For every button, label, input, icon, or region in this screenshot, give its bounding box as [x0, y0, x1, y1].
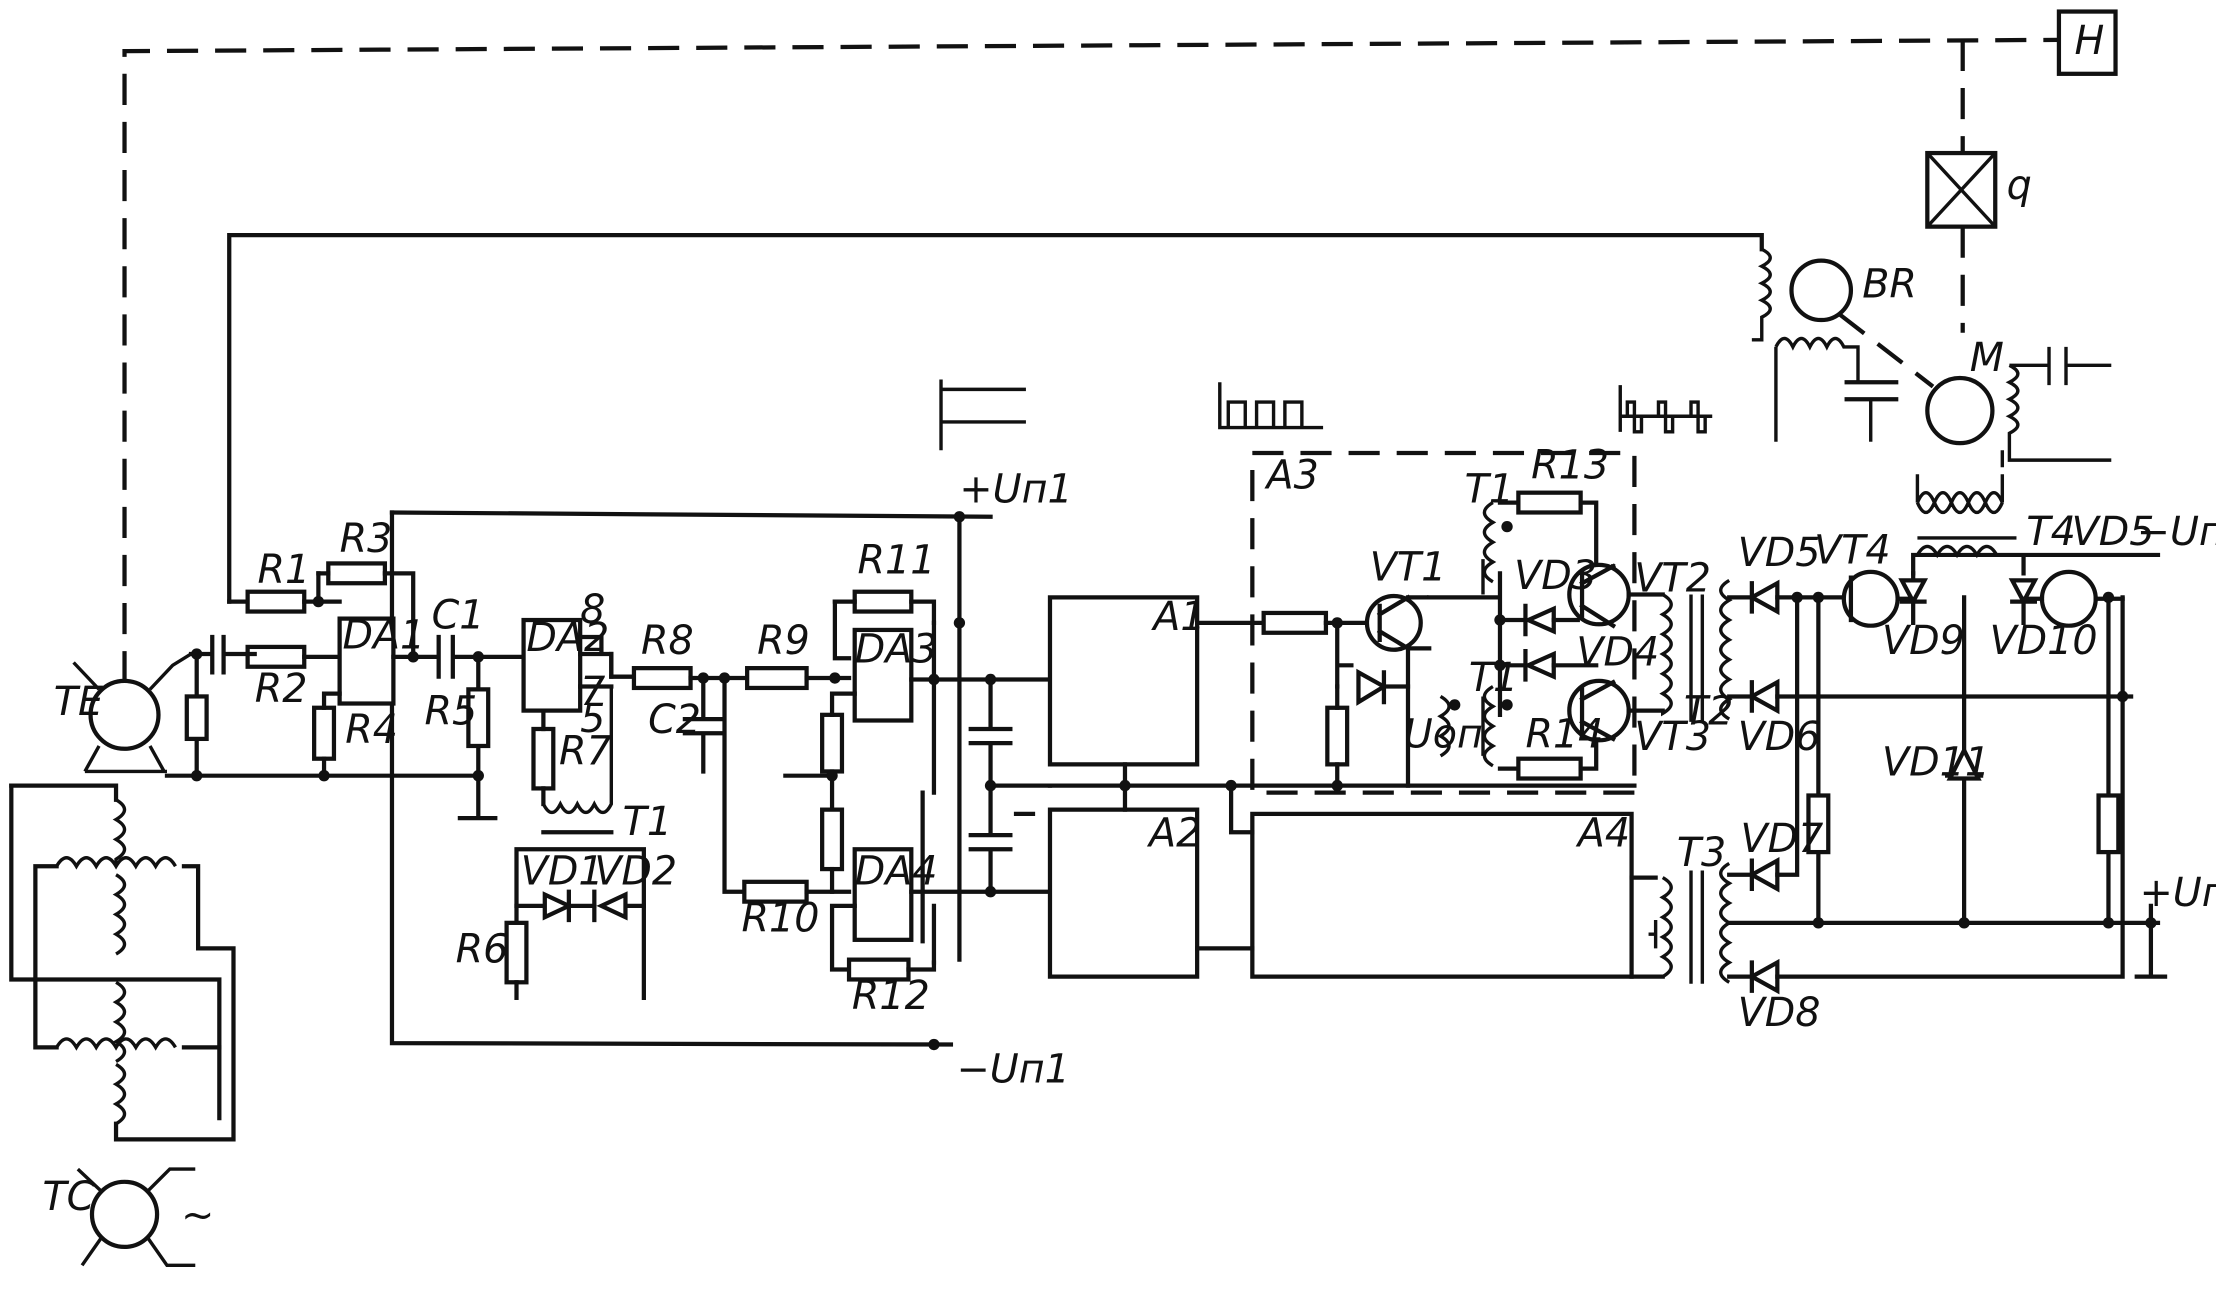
t2-label: T2 [1684, 689, 1733, 735]
te-label: TE [54, 679, 103, 725]
coupling-caps [968, 677, 1053, 894]
up1-neg-label: −Uп1 [957, 1047, 1070, 1093]
vd7-label: VD7 [1741, 816, 1824, 862]
up2-neg-label: −Uп2 [2137, 509, 2216, 555]
input-stage [245, 561, 526, 821]
r12-label: R12 [852, 973, 930, 1019]
t3-label: T3 [1677, 830, 1726, 876]
r11-label: R11 [858, 537, 936, 583]
t3-transformer [1629, 861, 1733, 984]
a4-label: A4 [1575, 810, 1630, 856]
vd9-label: VD9 [1882, 618, 1965, 664]
vd4-label: VD4 [1576, 629, 1659, 675]
da1-label: DA1 [342, 612, 425, 658]
r13-label: R13 [1531, 443, 1609, 489]
stator-windings [9, 783, 236, 1142]
r9-label: R9 [757, 618, 810, 664]
br-label: BR [1862, 261, 1917, 307]
r8-label: R8 [641, 618, 694, 664]
vd3-label: VD3 [1514, 553, 1597, 599]
t1c-label: T1 [1469, 655, 1518, 701]
r6-label: R6 [456, 926, 509, 972]
a3-label: A3 [1263, 452, 1318, 498]
a4-block [1250, 811, 1634, 979]
vt2-label: VT2 [1634, 556, 1711, 602]
r5-label: R5 [425, 689, 478, 735]
waveform-bipolar-icon [1618, 385, 1713, 434]
pin7-label: 7 [580, 669, 605, 715]
da4-label: DA4 [855, 849, 938, 895]
waveform-pulse-icon [1218, 382, 1324, 430]
up2-terminal [2134, 903, 2168, 979]
t2-transformer [1659, 578, 1733, 722]
vd5b-label: VD5 [2072, 509, 2155, 555]
uop-label: Uоп [1404, 711, 1483, 757]
br-tachogenerator [1751, 247, 1899, 442]
a4-links [1195, 783, 1255, 951]
r7-label: R7 [559, 728, 612, 774]
vd5-label: VD5 [1738, 530, 1821, 576]
pin5-label: 5 [580, 696, 605, 742]
a3-internals [1195, 490, 1665, 788]
r10-label: R10 [741, 895, 819, 941]
vd8-label: VD8 [1738, 990, 1821, 1036]
m-label: M [1970, 335, 2004, 381]
da3-da4-stage [783, 589, 993, 982]
a2-label: A2 [1146, 810, 1201, 856]
up1-pos-label: +Uп1 [959, 467, 1072, 513]
vt1-label: VT1 [1370, 544, 1447, 590]
tc-tilde: ~ [181, 1193, 214, 1239]
da2-stage [521, 617, 637, 835]
vd1-vd2-r6 [504, 847, 646, 1000]
vd6-label: VD6 [1738, 714, 1821, 760]
pin8-label: 8 [580, 587, 605, 633]
r3-label: R3 [340, 516, 393, 562]
tc-label: TC [42, 1174, 94, 1220]
vd2-label: VD2 [594, 849, 677, 895]
vt4-label: VT4 [1814, 527, 1891, 573]
vd10-label: VD10 [1990, 618, 2098, 664]
t1b-label: T1 [1465, 467, 1514, 513]
vt3-label: VT3 [1634, 714, 1711, 760]
vd1-label: VD1 [521, 849, 604, 895]
da3-label: DA3 [855, 626, 938, 672]
r2-label: R2 [255, 666, 308, 712]
r4-label: R4 [345, 707, 398, 753]
vd11-label: VD11 [1882, 740, 1990, 786]
r1-label: R1 [258, 547, 311, 593]
h-block [2056, 9, 2118, 76]
q-label: q [2007, 162, 2032, 208]
t1-label: T1 [623, 799, 672, 845]
a2-block [1047, 807, 1200, 979]
tc-selsyn [76, 1167, 196, 1267]
q-relay-box [1925, 150, 1998, 229]
c2-label: C2 [648, 697, 701, 743]
r14-label: R14 [1525, 711, 1603, 757]
vt4-bridge [1841, 536, 2161, 628]
junction-dots [191, 511, 2157, 1051]
t4-label: T4 [2026, 509, 2075, 555]
waveform-step-icon [939, 379, 1026, 451]
a1-label: A1 [1150, 594, 1205, 640]
dashed-mechanical-links [122, 37, 2059, 683]
h-label: H [2074, 18, 2104, 64]
output-rectifier [1727, 579, 2161, 995]
c1-label: C1 [432, 593, 485, 639]
feedback-wiring [227, 233, 1764, 604]
da2-label: DA2 [526, 615, 609, 661]
m-motor [1915, 346, 2112, 515]
